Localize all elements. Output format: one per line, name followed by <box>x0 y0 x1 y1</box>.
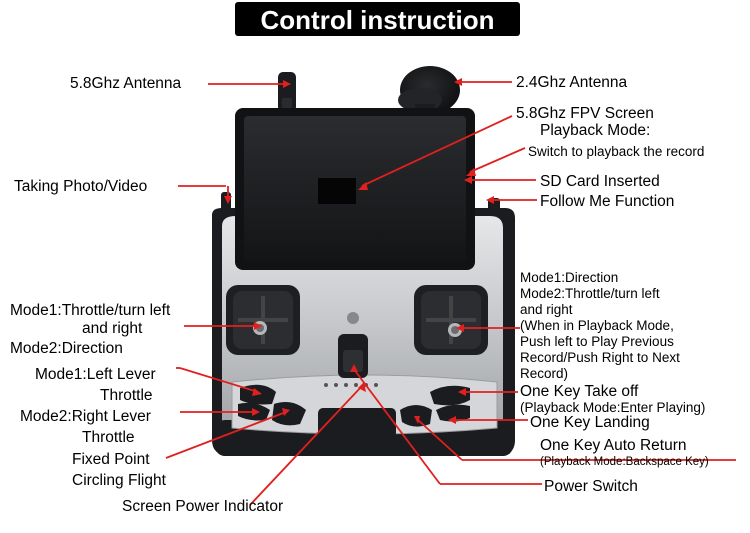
takeoff-button[interactable] <box>430 385 470 406</box>
label-auto-return-note: (Playback Mode:Backspace Key) <box>540 456 709 468</box>
label-right-stick-7: Record) <box>520 366 569 381</box>
label-auto-return: One Key Auto Return <box>540 437 687 454</box>
label-takeoff: One Key Take off <box>520 383 639 400</box>
label-follow-me: Follow Me Function <box>540 193 675 210</box>
label-right-stick-2: Mode2:Throttle/turn left <box>520 286 660 301</box>
label-screen-power: Screen Power Indicator <box>122 498 284 515</box>
label-fpv-screen: 5.8Ghz FPV Screen <box>516 105 654 122</box>
left-stick[interactable] <box>226 285 300 355</box>
label-right-stick-4: (When in Playback Mode, <box>520 318 674 333</box>
label-right-stick-6: Record/Push Right to Next <box>520 350 680 365</box>
fixed-point-button[interactable] <box>272 402 306 426</box>
page-title: Control instruction <box>260 5 495 35</box>
label-right-lever-1: Mode2:Right Lever <box>20 408 151 425</box>
label-power-switch: Power Switch <box>544 478 638 495</box>
label-playback-mode: Playback Mode: <box>540 122 651 139</box>
fpv-screen <box>235 108 475 270</box>
label-antenna-58: 5.8Ghz Antenna <box>70 75 182 92</box>
label-right-stick-5: Push left to Play Previous <box>520 334 674 349</box>
label-playback-switch: Switch to playback the record <box>528 144 705 159</box>
label-left-stick-3: Mode2:Direction <box>10 340 123 357</box>
title-banner: Control instruction <box>235 2 520 36</box>
annotation-arrowheads <box>224 78 494 424</box>
speaker-grille <box>318 408 396 438</box>
label-landing: One Key Landing <box>530 414 650 431</box>
label-sd-card: SD Card Inserted <box>540 173 660 190</box>
right-stick[interactable] <box>414 285 488 355</box>
label-left-lever-1: Mode1:Left Lever <box>35 366 156 383</box>
label-fixed-point: Fixed Point <box>72 451 150 468</box>
label-left-stick-1: Mode1:Throttle/turn left <box>10 302 171 319</box>
power-switch[interactable] <box>338 312 368 378</box>
annotation-lines <box>165 81 736 506</box>
auto-return-button[interactable] <box>400 405 432 427</box>
label-right-stick-1: Mode1:Direction <box>520 270 619 285</box>
label-antenna-24: 2.4Ghz Antenna <box>516 74 628 91</box>
label-takeoff-note: (Playback Mode:Enter Playing) <box>520 400 706 415</box>
landing-button[interactable] <box>436 404 470 422</box>
label-left-lever-2: Throttle <box>100 387 153 404</box>
label-photo-video: Taking Photo/Video <box>14 178 148 195</box>
label-circling-flight: Circling Flight <box>72 472 166 489</box>
label-left-stick-2: and right <box>82 320 143 337</box>
label-right-lever-2: Throttle <box>82 429 135 446</box>
photo-video-button[interactable] <box>221 192 231 214</box>
label-right-stick-3: and right <box>520 302 573 317</box>
